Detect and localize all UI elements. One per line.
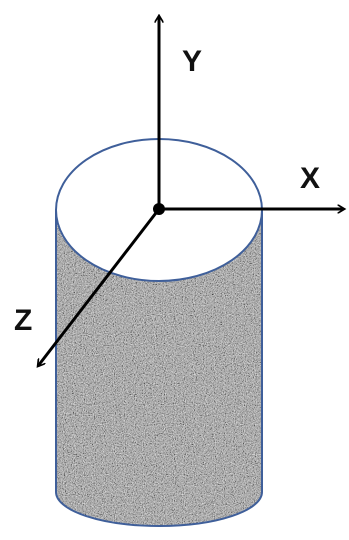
y-axis-label: Y bbox=[182, 45, 202, 78]
z-axis-line bbox=[38, 208, 161, 366]
x-axis-label: X bbox=[300, 162, 320, 195]
origin-point bbox=[153, 203, 165, 215]
z-axis-label: Z bbox=[14, 304, 32, 337]
